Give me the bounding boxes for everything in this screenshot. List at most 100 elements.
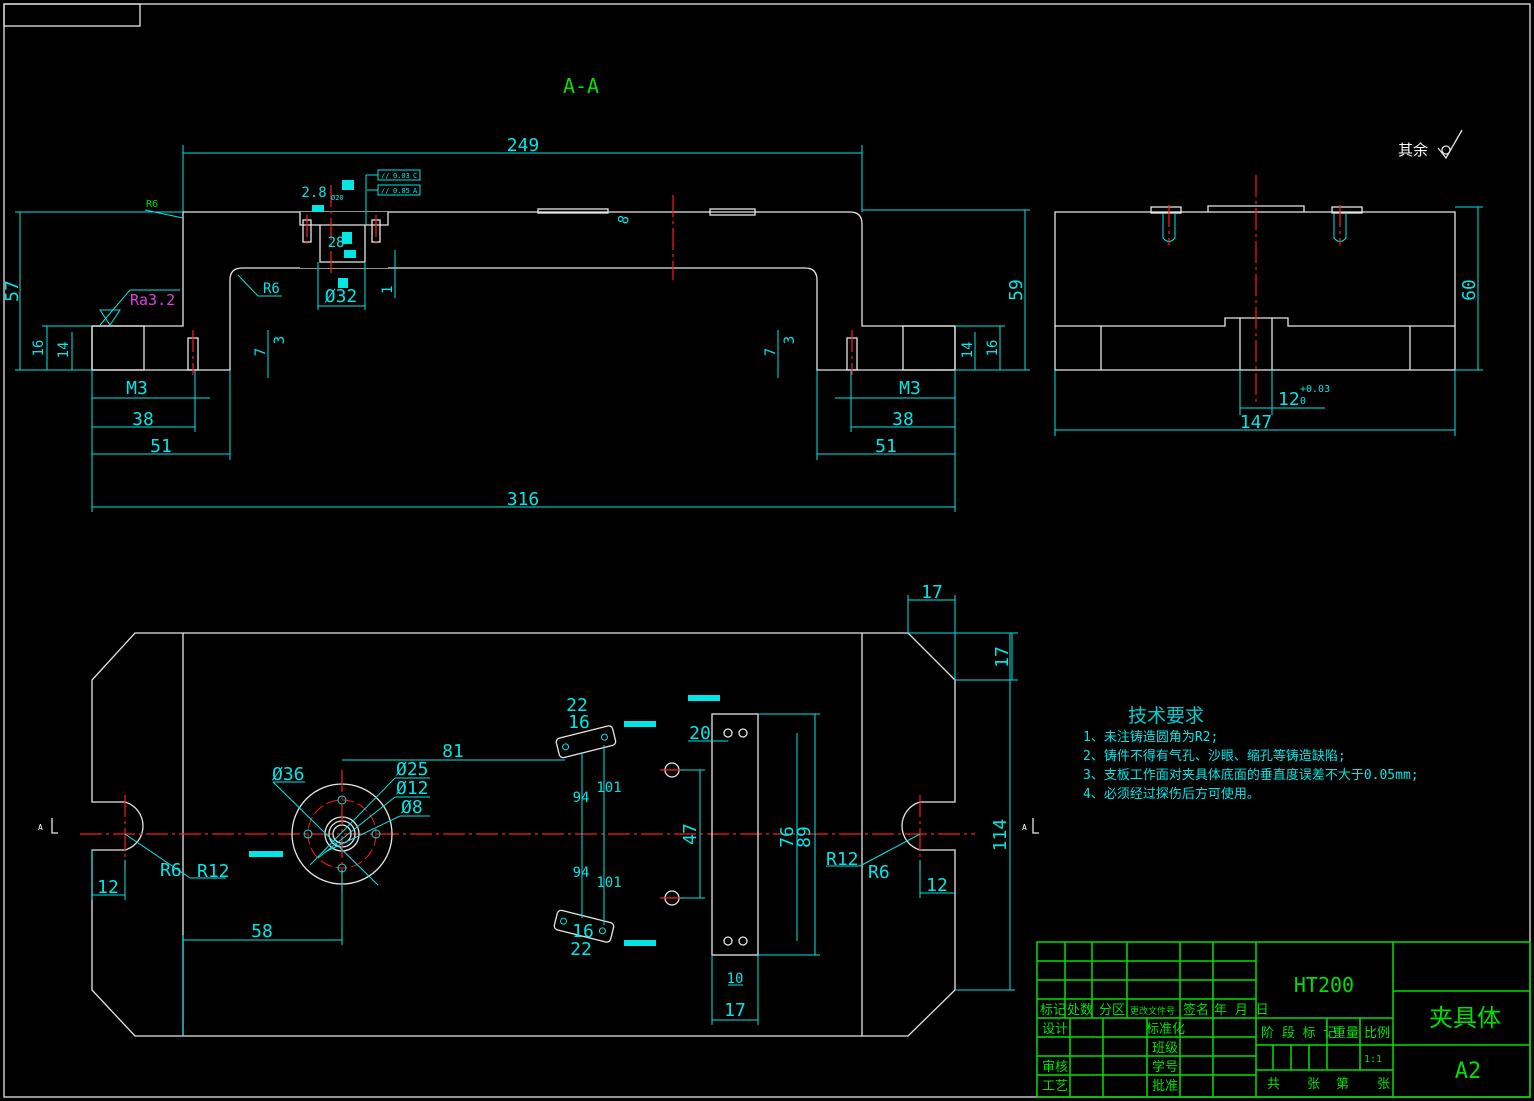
dim-147: 147	[1240, 412, 1273, 433]
tech-requirement-item: 1、未注铸造圆角为R2;	[1083, 729, 1218, 745]
tech-requirement-item: 3、支板工作面对夹具体底面的垂直度误差不大于0.05mm;	[1083, 767, 1419, 783]
sheet-unit: 张	[1377, 1077, 1390, 1092]
dim-d12: Ø12	[396, 778, 429, 799]
tolerance-symbol: //	[381, 187, 389, 195]
dim-r6-right: R6	[868, 862, 890, 883]
dim-51-right: 51	[875, 436, 897, 457]
tolerance-value: 0.05	[393, 187, 410, 195]
sheet-unit: 张	[1307, 1077, 1320, 1092]
dim-57: 57	[2, 280, 23, 302]
weight-label: 重量	[1333, 1025, 1359, 1041]
surface-roughness-note: 其余	[1398, 129, 1463, 160]
dim-d20: Ø20	[331, 194, 344, 202]
dim-d8: Ø8	[401, 797, 423, 818]
dim-14-right: 14	[960, 342, 976, 359]
tolerance-frame-c: // 0.03 C	[381, 172, 417, 180]
dim-12-right: 12	[926, 875, 948, 896]
dim-m3-right: M3	[899, 378, 921, 399]
dim-20: 20	[689, 723, 711, 744]
part-name: 夹具体	[1429, 1004, 1501, 1032]
drawing-frame	[3, 3, 1531, 1098]
dim-r6-inner: R6	[263, 281, 280, 297]
dim-58: 58	[251, 921, 273, 942]
title-block: 标记 处数 分区 更改文件号 签名 年 月 日 设计 审核 工艺 标准化 班级 …	[1036, 941, 1531, 1098]
dim-59: 59	[1006, 279, 1027, 301]
dim-316: 316	[507, 489, 540, 510]
dim-14-left: 14	[56, 342, 72, 359]
tech-requirement-item: 4、必须经过探伤后方可使用。	[1083, 786, 1260, 802]
role-label: 审核	[1042, 1060, 1068, 1075]
scale-value: 1:1	[1364, 1054, 1382, 1065]
section-label: A-A	[563, 74, 599, 98]
plan-view: 17 17 114 12 12 R6 R12 R12 R6 58 81 Ø36 …	[38, 582, 1039, 1037]
roughness-symbol-icon	[1437, 129, 1463, 160]
dim-1: 1	[380, 286, 396, 294]
dim-3-left: 3	[272, 336, 288, 344]
section-body	[91, 211, 956, 371]
sheet-no: 第	[1336, 1077, 1349, 1092]
rev-header: 标记	[1040, 1003, 1066, 1018]
role-label: 标准化	[1146, 1022, 1185, 1037]
dim-38-left: 38	[132, 409, 154, 430]
dim-d32: Ø32	[325, 286, 358, 307]
scale-label: 比例	[1364, 1026, 1390, 1041]
role-label: 班级	[1152, 1041, 1178, 1056]
dim-17-side: 17	[992, 646, 1013, 668]
dim-101-top: 101	[596, 780, 621, 796]
tech-requirement-item: 2、铸件不得有气孔、沙眼、缩孔等铸造缺陷;	[1083, 748, 1346, 764]
dim-60: 60	[1459, 279, 1480, 301]
dim-12-left: 12	[97, 877, 119, 898]
role-label: 学号	[1152, 1059, 1178, 1075]
plan-outline	[91, 632, 956, 1037]
roughness-ra32: Ra3.2	[130, 291, 175, 309]
rev-header: 年 月 日	[1214, 1003, 1269, 1018]
tech-requirements: 技术要求 1、未注铸造圆角为R2; 2、铸件不得有气孔、沙眼、缩孔等铸造缺陷; …	[1083, 705, 1419, 802]
dim-2-8: 2.8	[301, 185, 326, 201]
dim-16-right: 16	[985, 340, 1001, 357]
dim-16-top: 16	[568, 712, 590, 733]
dim-22-bottom: 22	[570, 939, 592, 960]
tech-requirements-title: 技术要求	[1128, 705, 1204, 727]
dim-38-right: 38	[892, 409, 914, 430]
role-label: 批准	[1152, 1079, 1178, 1094]
dim-3-right: 3	[782, 336, 798, 344]
dim-28: 28	[328, 235, 345, 251]
rev-header: 更改文件号	[1130, 1005, 1175, 1017]
dim-m3-left: M3	[126, 378, 148, 399]
tolerance-value: 0.03	[393, 172, 410, 180]
dim-r12-left: R12	[197, 861, 230, 882]
dim-d25: Ø25	[396, 759, 429, 780]
side-view: 60 147 12 +0.03 0	[1054, 175, 1483, 436]
sheet-size: A2	[1455, 1059, 1482, 1084]
dim-12-slot: 12	[1278, 389, 1300, 410]
dim-101-bottom: 101	[596, 875, 621, 891]
surface-note-text: 其余	[1398, 141, 1428, 159]
stage-label: 阶 段 标 记	[1261, 1026, 1336, 1041]
dim-249: 249	[507, 135, 540, 156]
section-mark-left: A	[38, 823, 43, 832]
dim-17-bottom: 17	[724, 1000, 746, 1021]
dim-10: 10	[727, 971, 744, 987]
dim-7-right: 7	[763, 348, 779, 356]
dim-114: 114	[990, 819, 1011, 852]
dim-76: 76	[777, 826, 798, 848]
dim-slot-tol-lower: 0	[1300, 396, 1306, 407]
tolerance-symbol: //	[381, 172, 389, 180]
sheet-total: 共	[1267, 1077, 1280, 1092]
dim-47: 47	[680, 823, 701, 845]
dim-16-left: 16	[31, 340, 47, 357]
dim-d36: Ø36	[272, 764, 305, 785]
rev-header: 分区	[1099, 1003, 1125, 1018]
dim-51-left: 51	[150, 436, 172, 457]
dim-94-bottom: 94	[573, 865, 590, 881]
section-mark-right: A	[1022, 823, 1027, 832]
dim-94-top: 94	[573, 790, 590, 806]
tolerance-datum: C	[413, 172, 417, 180]
dim-r6-top: R6	[146, 199, 158, 210]
dim-81: 81	[442, 741, 464, 762]
dim-17-top: 17	[921, 582, 943, 603]
role-label: 设计	[1042, 1022, 1068, 1037]
section-view: 249 316 51 51 38 38 M3 M3 57 16 14 59 16…	[2, 135, 1030, 512]
tolerance-frame-a: // 0.05 A	[381, 187, 418, 195]
dim-89: 89	[794, 826, 815, 848]
